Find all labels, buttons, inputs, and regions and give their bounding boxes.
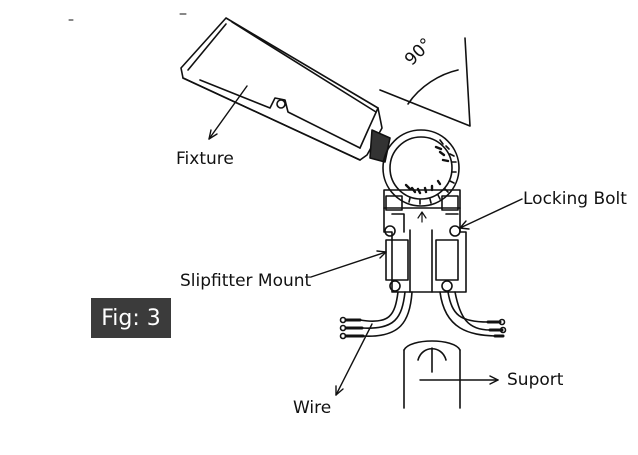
fixture-label: Fixture [176, 149, 234, 169]
slipfitter-body [383, 189, 467, 293]
fixture-housing [180, 17, 383, 161]
wire-label: Wire [293, 398, 332, 418]
figure-badge: Fig: 3 [91, 298, 171, 338]
support-pole [403, 340, 461, 409]
figure-badge-text: Fig: 3 [101, 305, 161, 331]
leader-lines [208, 85, 523, 396]
scan-specks [68, 13, 187, 21]
angle-indicator [379, 37, 471, 127]
locking-bolt-label: Locking Bolt [523, 189, 627, 209]
slipfitter-mount-label: Slipfitter Mount [180, 271, 312, 291]
wire-bundle [339, 291, 507, 340]
support-label: Suport [507, 370, 564, 390]
